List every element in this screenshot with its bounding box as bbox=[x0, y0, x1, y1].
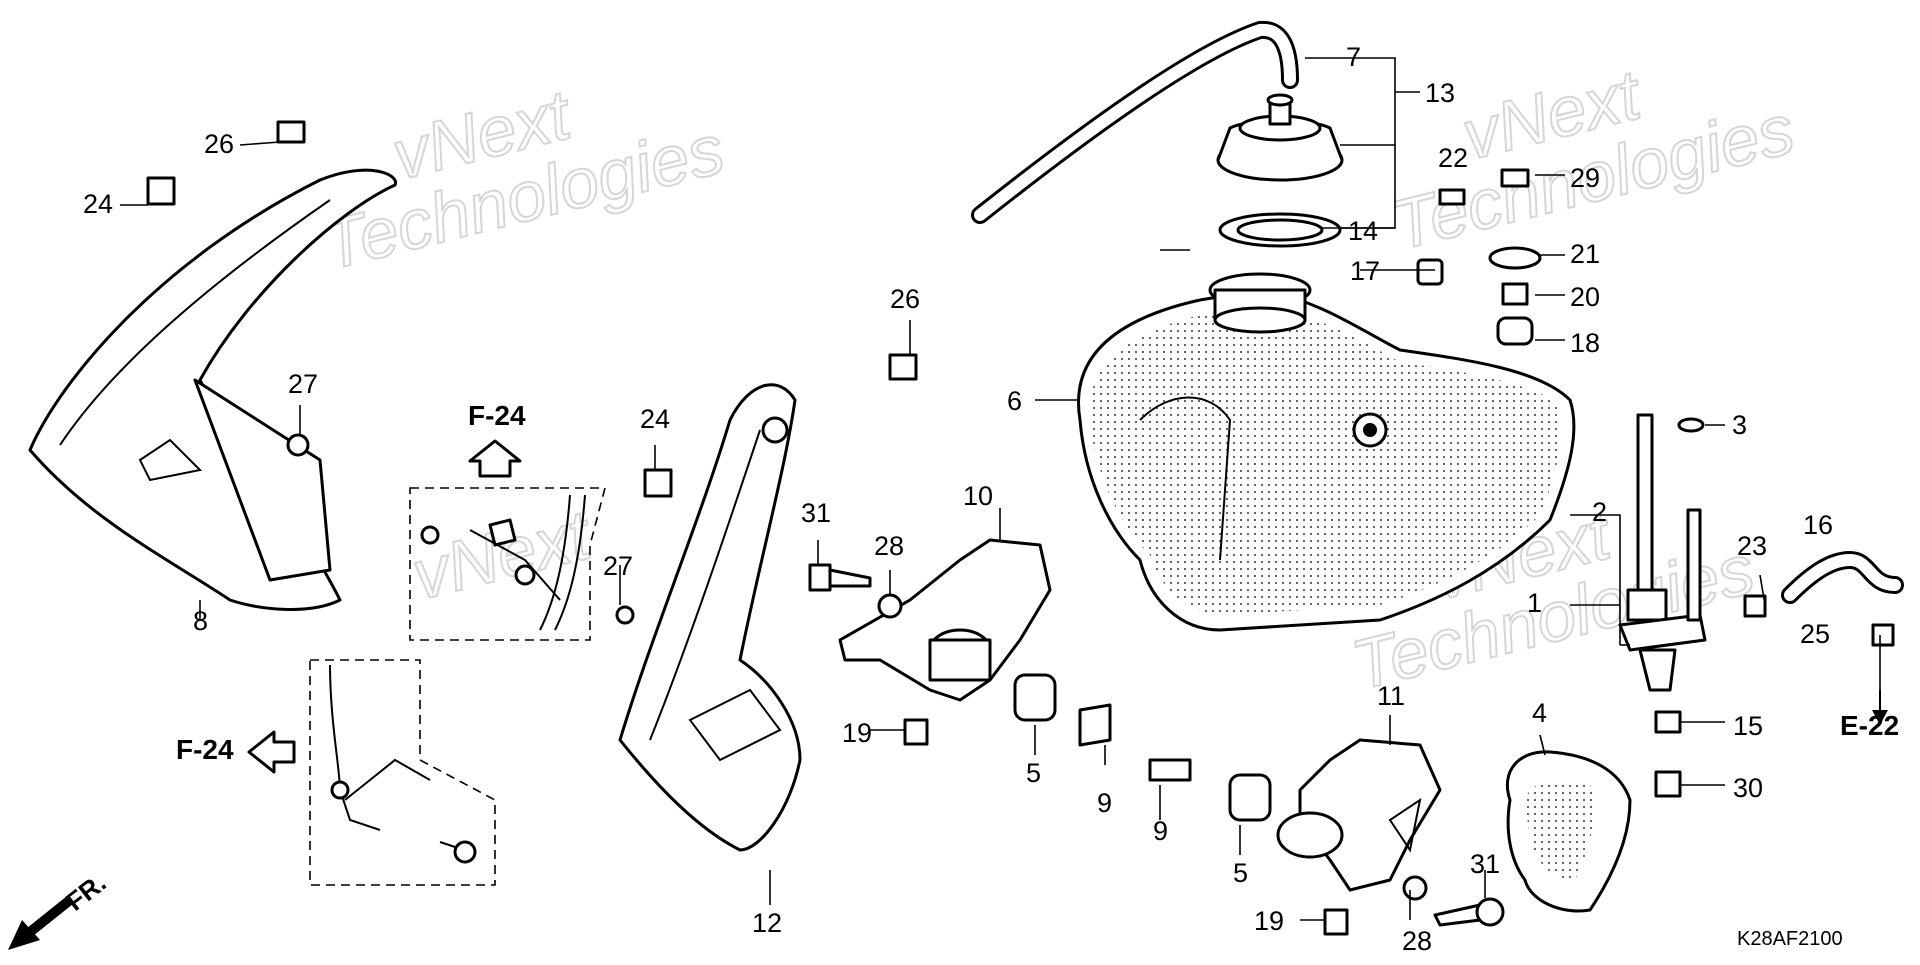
callout-14: 14 bbox=[1348, 216, 1378, 246]
callout-8: 8 bbox=[193, 606, 208, 636]
part-11-bracket bbox=[1276, 738, 1442, 892]
direction-arrows bbox=[8, 439, 1888, 950]
callout-19-right: 19 bbox=[1254, 906, 1284, 936]
callout-12: 12 bbox=[752, 908, 782, 938]
callout-5-left: 5 bbox=[1026, 758, 1041, 788]
part-16-hose bbox=[1781, 550, 1904, 604]
callout-20: 20 bbox=[1570, 282, 1600, 312]
callout-17: 17 bbox=[1350, 256, 1380, 286]
callout-24-left: 24 bbox=[83, 189, 113, 219]
callout-26-left: 26 bbox=[204, 129, 234, 159]
part-4-tank-band bbox=[1505, 750, 1632, 913]
callout-4: 4 bbox=[1532, 698, 1547, 728]
callout-27-right: 27 bbox=[603, 551, 633, 581]
callout-6: 6 bbox=[1007, 386, 1022, 416]
callout-7: 7 bbox=[1346, 42, 1361, 72]
ref-f24-left: F-24 bbox=[176, 734, 234, 765]
part-13-fuel-cap bbox=[1216, 93, 1344, 182]
callout-29: 29 bbox=[1570, 163, 1600, 193]
callout-28-left: 28 bbox=[874, 531, 904, 561]
callout-labels: 1 2 3 4 5 5 6 7 8 9 9 10 11 12 13 14 15 … bbox=[83, 42, 1833, 956]
callout-25: 25 bbox=[1800, 619, 1830, 649]
callout-9-left: 9 bbox=[1097, 788, 1112, 818]
hardware-group bbox=[146, 120, 1895, 936]
callout-26-right: 26 bbox=[890, 284, 920, 314]
callout-21: 21 bbox=[1570, 239, 1600, 269]
part-14-gasket bbox=[1218, 212, 1342, 248]
callout-2: 2 bbox=[1592, 497, 1607, 527]
callout-11: 11 bbox=[1377, 681, 1405, 711]
callout-5-right: 5 bbox=[1233, 858, 1248, 888]
callout-24-right: 24 bbox=[640, 404, 670, 434]
callout-1: 1 bbox=[1527, 588, 1542, 618]
reference-labels: F-24 F-24 E-22 FR. K28AF2100 bbox=[60, 400, 1899, 950]
watermark-line1-lower: vNext bbox=[405, 495, 600, 615]
callout-28-right: 28 bbox=[1402, 926, 1432, 956]
part-1-2-fuel-valve bbox=[1618, 413, 1707, 692]
callout-31-left: 31 bbox=[801, 498, 831, 528]
callout-9-right: 9 bbox=[1153, 816, 1168, 846]
callout-18: 18 bbox=[1570, 328, 1600, 358]
callout-23: 23 bbox=[1737, 531, 1767, 561]
diagram-code: K28AF2100 bbox=[1737, 928, 1843, 950]
ref-e22: E-22 bbox=[1840, 710, 1899, 741]
part-8-shroud bbox=[28, 168, 397, 611]
leader-lines bbox=[120, 57, 1881, 921]
callout-10: 10 bbox=[963, 481, 993, 511]
part-6-fuel-tank bbox=[1077, 272, 1576, 632]
callout-13: 13 bbox=[1425, 78, 1455, 108]
callout-22: 22 bbox=[1438, 143, 1468, 173]
part-12-shroud bbox=[618, 383, 802, 852]
callout-3: 3 bbox=[1732, 410, 1747, 440]
callout-27-left: 27 bbox=[288, 369, 318, 399]
callout-15: 15 bbox=[1733, 711, 1763, 741]
part-7-hose bbox=[971, 20, 1299, 224]
bracket-detail-left bbox=[309, 659, 496, 886]
front-direction-label: FR. bbox=[60, 867, 111, 916]
part-10-bracket bbox=[838, 538, 1052, 702]
callout-30: 30 bbox=[1733, 773, 1763, 803]
callout-19-left: 19 bbox=[842, 718, 872, 748]
ref-f24-top: F-24 bbox=[468, 400, 526, 431]
bracket-detail-top bbox=[409, 487, 607, 641]
callout-31-right: 31 bbox=[1470, 849, 1500, 879]
callout-16: 16 bbox=[1803, 510, 1833, 540]
